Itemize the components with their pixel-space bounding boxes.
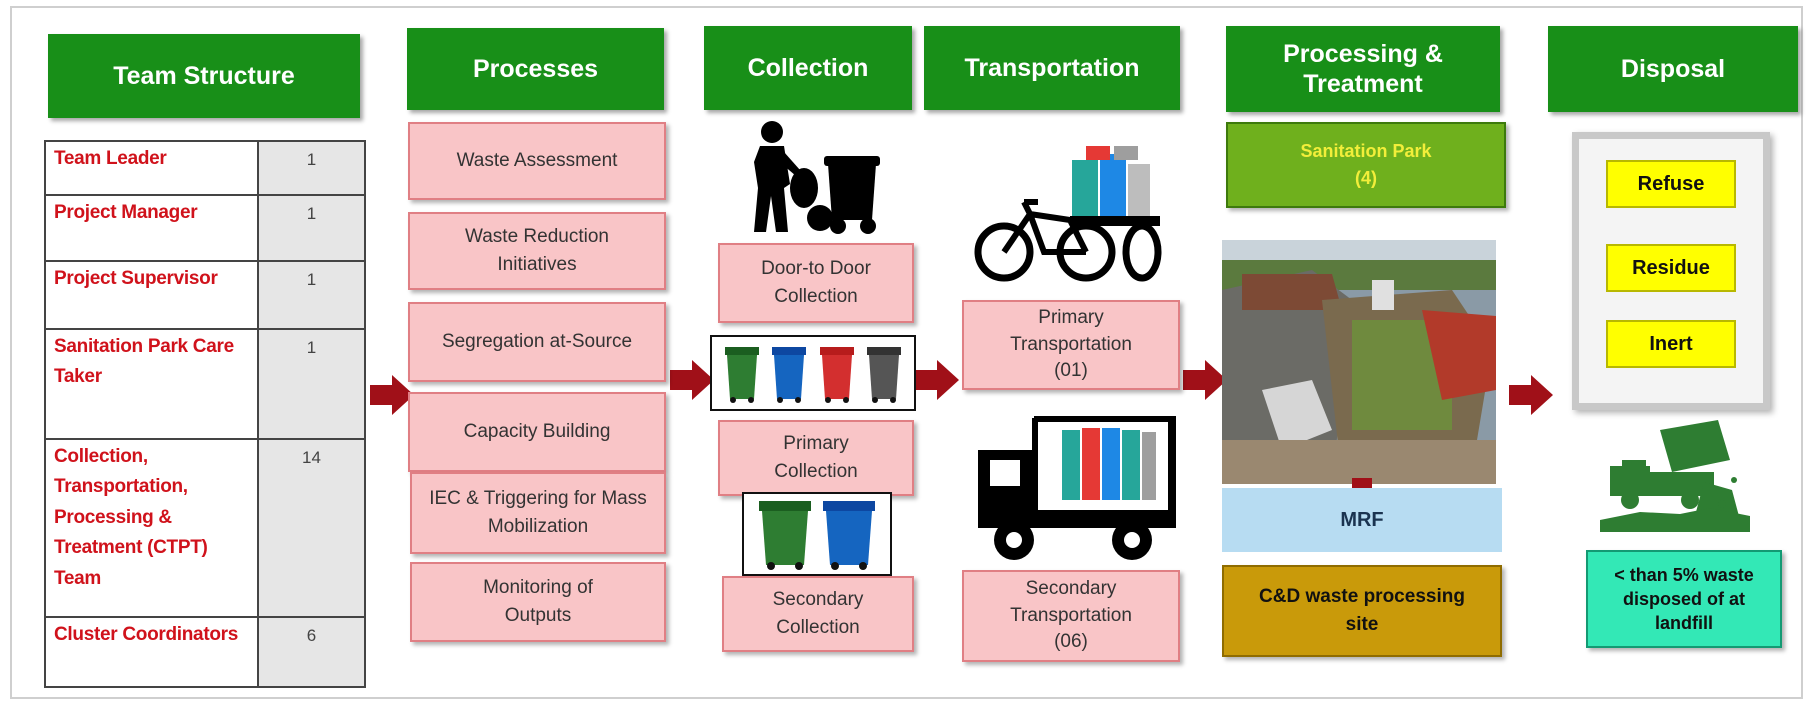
secondary-collection-label: Secondary Collection — [772, 589, 864, 638]
disposal-item-label: Refuse — [1637, 172, 1705, 195]
secondary-transportation-box: Secondary Transportation (06) — [962, 570, 1180, 662]
process-label: Waste Reduction Initiatives — [465, 226, 609, 275]
sanitation-park-box: Sanitation Park (4) — [1226, 122, 1506, 208]
green-bin-icon — [759, 501, 812, 570]
tricycle-icon — [974, 146, 1162, 282]
process-label: Segregation at-Source — [441, 331, 633, 353]
primary-transportation-line1: Primary — [1038, 307, 1104, 329]
dump-truck-icon — [1600, 420, 1750, 532]
secondary-transportation-line2: Transportation — [1010, 604, 1132, 626]
team-role: Collection, Transportation, Processing &… — [44, 438, 259, 618]
process-box: Capacity Building — [408, 392, 666, 472]
process-box: Monitoring of Outputs — [410, 562, 666, 642]
header-collection: Collection — [704, 26, 912, 110]
sanitation-park-photo — [1222, 240, 1496, 484]
header-transportation: Transportation — [924, 26, 1180, 110]
four-bins-group — [710, 335, 916, 411]
landfill-note-label: < than 5% waste disposed of at landfill — [1614, 564, 1754, 634]
door-to-door-collection-box: Door-to Door Collection — [718, 243, 914, 323]
header-processes: Processes — [407, 28, 664, 110]
header-processing-treatment: Processing & Treatment — [1226, 26, 1500, 112]
landfill-note-box: < than 5% waste disposed of at landfill — [1586, 550, 1782, 648]
flow-arrow-icon — [370, 375, 414, 415]
header-team-structure: Team Structure — [48, 34, 360, 118]
primary-collection-box: Primary Collection — [718, 420, 914, 496]
team-count: 6 — [257, 616, 366, 688]
team-role: Team Leader — [44, 140, 259, 196]
sanitation-park-count: (4) — [1355, 168, 1377, 188]
header-processing-line1: Processing & — [1283, 40, 1443, 68]
header-processes-text: Processes — [472, 55, 599, 83]
team-count: 1 — [257, 140, 366, 196]
truck-icon — [978, 416, 1176, 560]
blue-bin-icon — [772, 347, 807, 403]
header-disposal: Disposal — [1548, 26, 1798, 112]
process-box: IEC & Triggering for Mass Mobilization — [410, 472, 666, 554]
flow-arrow-icon — [670, 360, 714, 400]
header-processing-line2: Treatment — [1303, 70, 1423, 98]
process-label: IEC & Triggering for Mass Mobilization — [429, 488, 647, 537]
process-box: Segregation at-Source — [408, 302, 666, 382]
flow-arrow-icon — [915, 360, 959, 400]
primary-transportation-box: Primary Transportation (01) — [962, 300, 1180, 390]
disposal-item-label: Inert — [1649, 332, 1693, 355]
team-row: Collection, Transportation, Processing &… — [44, 438, 366, 618]
grey-bin-icon — [867, 347, 902, 403]
green-bin-icon — [724, 347, 759, 403]
sanitation-park-label: Sanitation Park — [1300, 141, 1432, 161]
disposal-item: Refuse — [1606, 160, 1736, 208]
team-count: 14 — [257, 438, 366, 618]
disposal-item: Residue — [1606, 244, 1736, 292]
team-count: 1 — [257, 260, 366, 330]
red-bin-icon — [819, 347, 854, 403]
team-role: Project Supervisor — [44, 260, 259, 330]
flow-arrow-icon — [1183, 360, 1227, 400]
blue-bin-icon — [822, 501, 875, 570]
header-team-structure-text: Team Structure — [113, 62, 295, 90]
process-label: Monitoring of Outputs — [483, 577, 593, 626]
process-label: Waste Assessment — [456, 150, 618, 172]
header-transportation-text: Transportation — [964, 54, 1140, 82]
flow-arrow-icon — [1509, 375, 1553, 415]
process-label: Capacity Building — [463, 421, 611, 443]
mrf-box: MRF — [1222, 488, 1502, 552]
process-box: Waste Reduction Initiatives — [408, 212, 666, 290]
secondary-transportation-line1: Secondary — [1025, 578, 1117, 600]
secondary-transportation-count: (06) — [1054, 631, 1088, 653]
header-disposal-text: Disposal — [1620, 55, 1726, 83]
team-count: 1 — [257, 328, 366, 440]
waste-collector-icon — [754, 121, 880, 234]
disposal-item: Inert — [1606, 320, 1736, 368]
primary-transportation-count: (01) — [1054, 360, 1088, 382]
mrf-label: MRF — [1340, 508, 1384, 531]
team-role: Project Manager — [44, 194, 259, 262]
two-bins-group — [742, 492, 892, 576]
disposal-item-label: Residue — [1632, 256, 1710, 279]
team-count: 1 — [257, 194, 366, 262]
primary-transportation-line2: Transportation — [1010, 333, 1132, 355]
team-role: Sanitation Park Care Taker — [44, 328, 259, 440]
door-to-door-label: Door-to Door Collection — [761, 258, 871, 307]
header-collection-text: Collection — [747, 54, 869, 82]
process-box: Waste Assessment — [408, 122, 666, 200]
cd-waste-processing-box: C&D waste processing site — [1222, 565, 1502, 657]
secondary-collection-box: Secondary Collection — [722, 576, 914, 652]
primary-collection-label: Primary Collection — [774, 433, 858, 482]
team-role: Cluster Coordinators — [44, 616, 259, 688]
cd-waste-processing-label: C&D waste processing site — [1259, 586, 1465, 635]
